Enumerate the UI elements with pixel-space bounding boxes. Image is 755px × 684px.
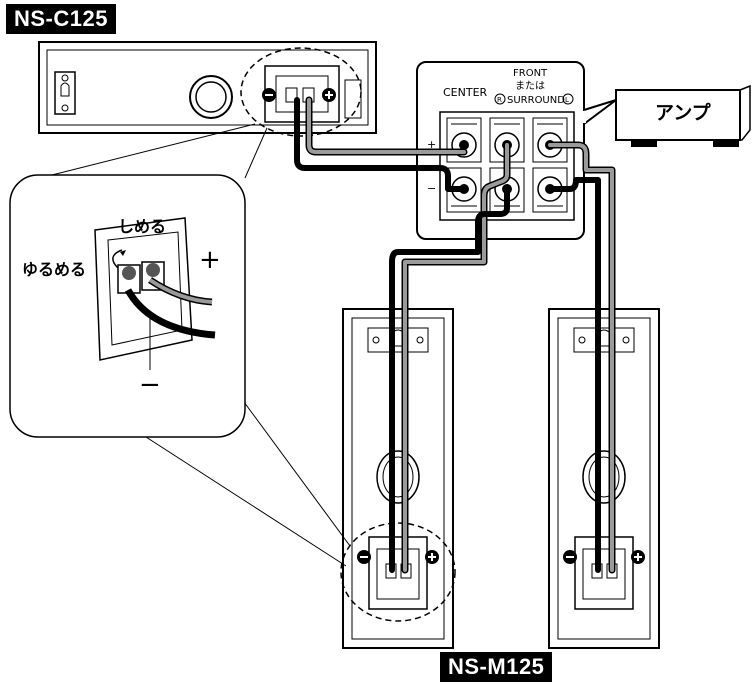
terminal-callout-circle	[240, 47, 362, 137]
left-terminal-callout-circle	[340, 522, 456, 622]
amplifier-box: アンプ	[615, 84, 751, 147]
tighten-label: しめる	[118, 217, 166, 236]
left-marker: L	[565, 96, 569, 104]
right-marker: R	[497, 96, 502, 104]
wall-mount-hole	[54, 71, 76, 115]
panel-minus-sign: −	[427, 182, 436, 195]
panel-plus-sign: +	[427, 138, 436, 151]
surround-channel-label: SURROUND	[507, 95, 565, 106]
terminal-detail-inset: しめる ゆるめる + −	[9, 123, 351, 567]
center-speaker	[38, 41, 377, 137]
inset-plus-label: +	[199, 245, 221, 275]
inset-minus-label: −	[139, 370, 161, 400]
or-label: または	[515, 80, 545, 92]
center-channel-label: CENTER	[443, 86, 488, 99]
front-speaker-right	[548, 308, 660, 649]
front-channel-label: FRONT	[513, 68, 548, 79]
amplifier-label: アンプ	[655, 101, 712, 124]
front-speaker-model-label: NS-M125	[440, 652, 553, 682]
speaker-wires	[294, 96, 616, 574]
front-speaker-left	[340, 308, 456, 649]
loosen-label: ゆるめる	[22, 260, 86, 279]
center-speaker-model-label: NS-C125	[6, 4, 116, 34]
